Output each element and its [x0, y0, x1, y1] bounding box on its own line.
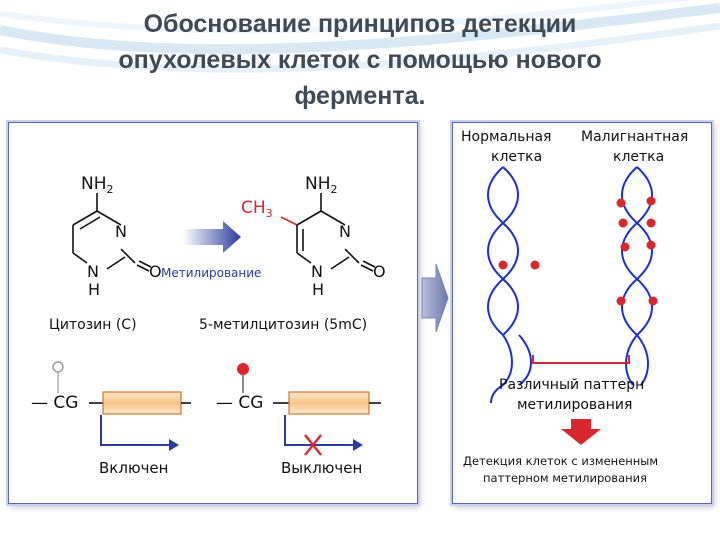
title-line-3: фермента.	[294, 82, 426, 110]
cell-comparison-diagram: Нормальная клетка Малигнантная клетка	[461, 129, 688, 485]
pattern-label-line-1: Различный паттерн	[499, 377, 644, 393]
panel-connector-arrow	[421, 263, 449, 333]
cytosine-o-label: O	[149, 262, 162, 281]
cytosine-caption: Цитозин (С)	[49, 317, 137, 333]
methylated-marker	[237, 363, 249, 375]
normal-cell-subtitle: клетка	[491, 149, 542, 165]
methylcytosine-nh2-label: NH2	[305, 174, 338, 196]
cg-site-label-on: — CG	[31, 393, 78, 413]
malignant-methyl-site	[616, 198, 626, 208]
malignant-methyl-site	[648, 296, 658, 306]
detection-arrow	[561, 419, 601, 445]
cg-site-label-off: — CG	[216, 393, 263, 413]
gene-on-label: Включен	[99, 459, 168, 477]
gene-box-on	[102, 391, 182, 415]
methylcytosine-caption: 5-метилцитозин (5mC)	[199, 317, 367, 333]
methylation-diagram: NH2 N N H O Метилирование NH2 CH3	[31, 174, 386, 477]
methylcytosine-o-label: O	[373, 262, 386, 281]
malignant-methyl-site	[618, 218, 628, 228]
gene-off-label: Выключен	[281, 459, 362, 477]
gene-box-off	[288, 391, 370, 415]
malignant-methyl-site	[616, 296, 626, 306]
title-line-1: Обоснование принципов детекции	[143, 10, 577, 38]
gene-off-diagram: — CG Выключен	[216, 363, 381, 477]
methyl-group-label: CH3	[241, 198, 273, 220]
gene-on-diagram: — CG Включен	[31, 361, 191, 477]
normal-cell-dna	[487, 166, 532, 404]
malignant-methyl-site	[646, 240, 656, 250]
malignant-cell-title: Малигнантная	[581, 129, 688, 145]
methylation-label: Метилирование	[161, 266, 261, 280]
normal-methyl-site	[498, 260, 508, 270]
malignant-methyl-site	[620, 242, 630, 252]
methylation-panel: NH2 N N H O Метилирование NH2 CH3	[8, 122, 418, 504]
detection-label-line-2: паттерном метилирования	[483, 471, 647, 485]
title-line-2: опухолевых клеток с помощью нового	[118, 46, 602, 74]
cytosine-nh2-label: NH2	[81, 174, 114, 196]
normal-methyl-site	[530, 260, 540, 270]
unmethylated-marker	[52, 361, 64, 373]
malignant-cell-subtitle: клетка	[613, 149, 664, 165]
cytosine-structure: NH2 N N H O	[72, 174, 162, 299]
malignant-methyl-site	[646, 218, 656, 228]
cytosine-n3-label: N	[115, 222, 127, 241]
pattern-label-line-2: метилирования	[517, 397, 632, 413]
malignant-methyl-site	[646, 196, 656, 206]
cell-comparison-panel: Нормальная клетка Малигнантная клетка	[452, 122, 712, 504]
methylcytosine-n3-label: N	[339, 222, 351, 241]
methylcytosine-h-label: H	[312, 280, 324, 299]
page-title: Обоснование принципов детекции опухолевы…	[40, 6, 680, 114]
cytosine-n1-label: N	[87, 262, 99, 281]
methylcytosine-n1-label: N	[311, 262, 323, 281]
methylation-arrow	[183, 221, 241, 253]
detection-label-line-1: Детекция клеток с измененным	[463, 454, 658, 468]
comparison-bracket	[532, 355, 630, 364]
malignant-cell-dna	[621, 166, 653, 386]
cytosine-h-label: H	[88, 280, 100, 299]
normal-cell-title: Нормальная	[461, 129, 551, 145]
methylcytosine-structure: NH2 CH3 N N H O	[241, 174, 386, 299]
